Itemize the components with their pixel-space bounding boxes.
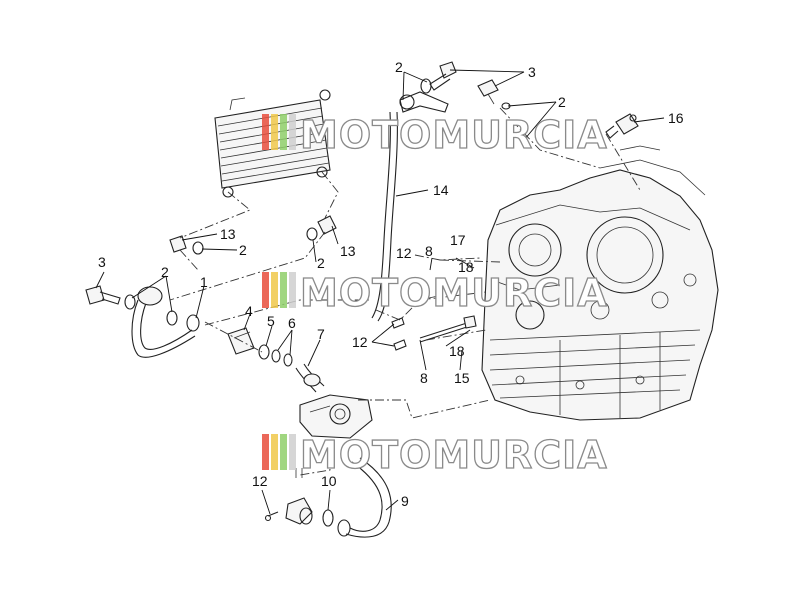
callout-labels: 3 2 2 16 14 13 2 13 2 3 2 1 12 8 17 18 4… <box>98 59 684 509</box>
watermark-stripe <box>289 114 296 150</box>
callout-2: 2 <box>558 94 566 110</box>
callout-13: 13 <box>220 226 236 242</box>
callout-18: 18 <box>458 259 474 275</box>
watermark-stripe <box>262 272 269 308</box>
pressure-sensor-16 <box>605 113 639 139</box>
callout-7: 7 <box>317 326 325 342</box>
oil-pipe-14 <box>371 91 449 322</box>
callout-4: 4 <box>245 303 253 319</box>
watermark-stripe <box>271 434 278 470</box>
assembly-lines <box>169 107 641 476</box>
callout-13: 13 <box>340 243 356 259</box>
watermark-text: MOTOMURCIA <box>300 433 608 477</box>
watermark-logo-middle: MOTOMURCIA <box>262 270 608 316</box>
banjo-bolt-top <box>420 61 511 110</box>
watermark-logo-bottom: MOTOMURCIA <box>262 432 608 478</box>
adapter-4-seals-5-6-hose-7 <box>227 327 325 393</box>
oil-pump <box>299 394 373 439</box>
callout-14: 14 <box>433 182 449 198</box>
callout-2: 2 <box>161 264 169 280</box>
engine-crankcase <box>481 145 719 421</box>
callout-2: 2 <box>239 242 247 258</box>
callout-16: 16 <box>668 110 684 126</box>
callout-12: 12 <box>396 245 412 261</box>
watermark-text: MOTOMURCIA <box>300 271 608 315</box>
watermark-stripe <box>271 272 278 308</box>
callout-2: 2 <box>395 59 403 75</box>
watermark-stripe <box>271 114 278 150</box>
callout-9: 9 <box>401 493 409 509</box>
watermark-text: MOTOMURCIA <box>300 113 608 157</box>
callout-5: 5 <box>267 313 275 329</box>
leader-lines <box>95 69 665 515</box>
watermark-stripe <box>280 114 287 150</box>
callout-17: 17 <box>450 232 466 248</box>
watermark-stripe <box>262 114 269 150</box>
watermark-stripe <box>280 434 287 470</box>
callout-2: 2 <box>317 255 325 271</box>
callout-8: 8 <box>420 370 428 386</box>
callout-12: 12 <box>352 334 368 350</box>
callout-12: 12 <box>252 473 268 489</box>
watermark-stripe <box>280 272 287 308</box>
callout-6: 6 <box>288 315 296 331</box>
callout-18: 18 <box>449 343 465 359</box>
callout-10: 10 <box>321 473 337 489</box>
fittings-13 <box>169 215 337 255</box>
callout-8: 8 <box>425 243 433 259</box>
watermark-stripe <box>262 434 269 470</box>
callout-15: 15 <box>454 370 470 386</box>
watermark-logo-top: MOTOMURCIA <box>262 112 608 158</box>
oil-pipe-1 <box>85 285 200 358</box>
callout-3: 3 <box>528 64 536 80</box>
callout-1: 1 <box>200 274 208 290</box>
watermark-stripe <box>289 272 296 308</box>
callout-3: 3 <box>98 254 106 270</box>
watermark-stripe <box>289 434 296 470</box>
